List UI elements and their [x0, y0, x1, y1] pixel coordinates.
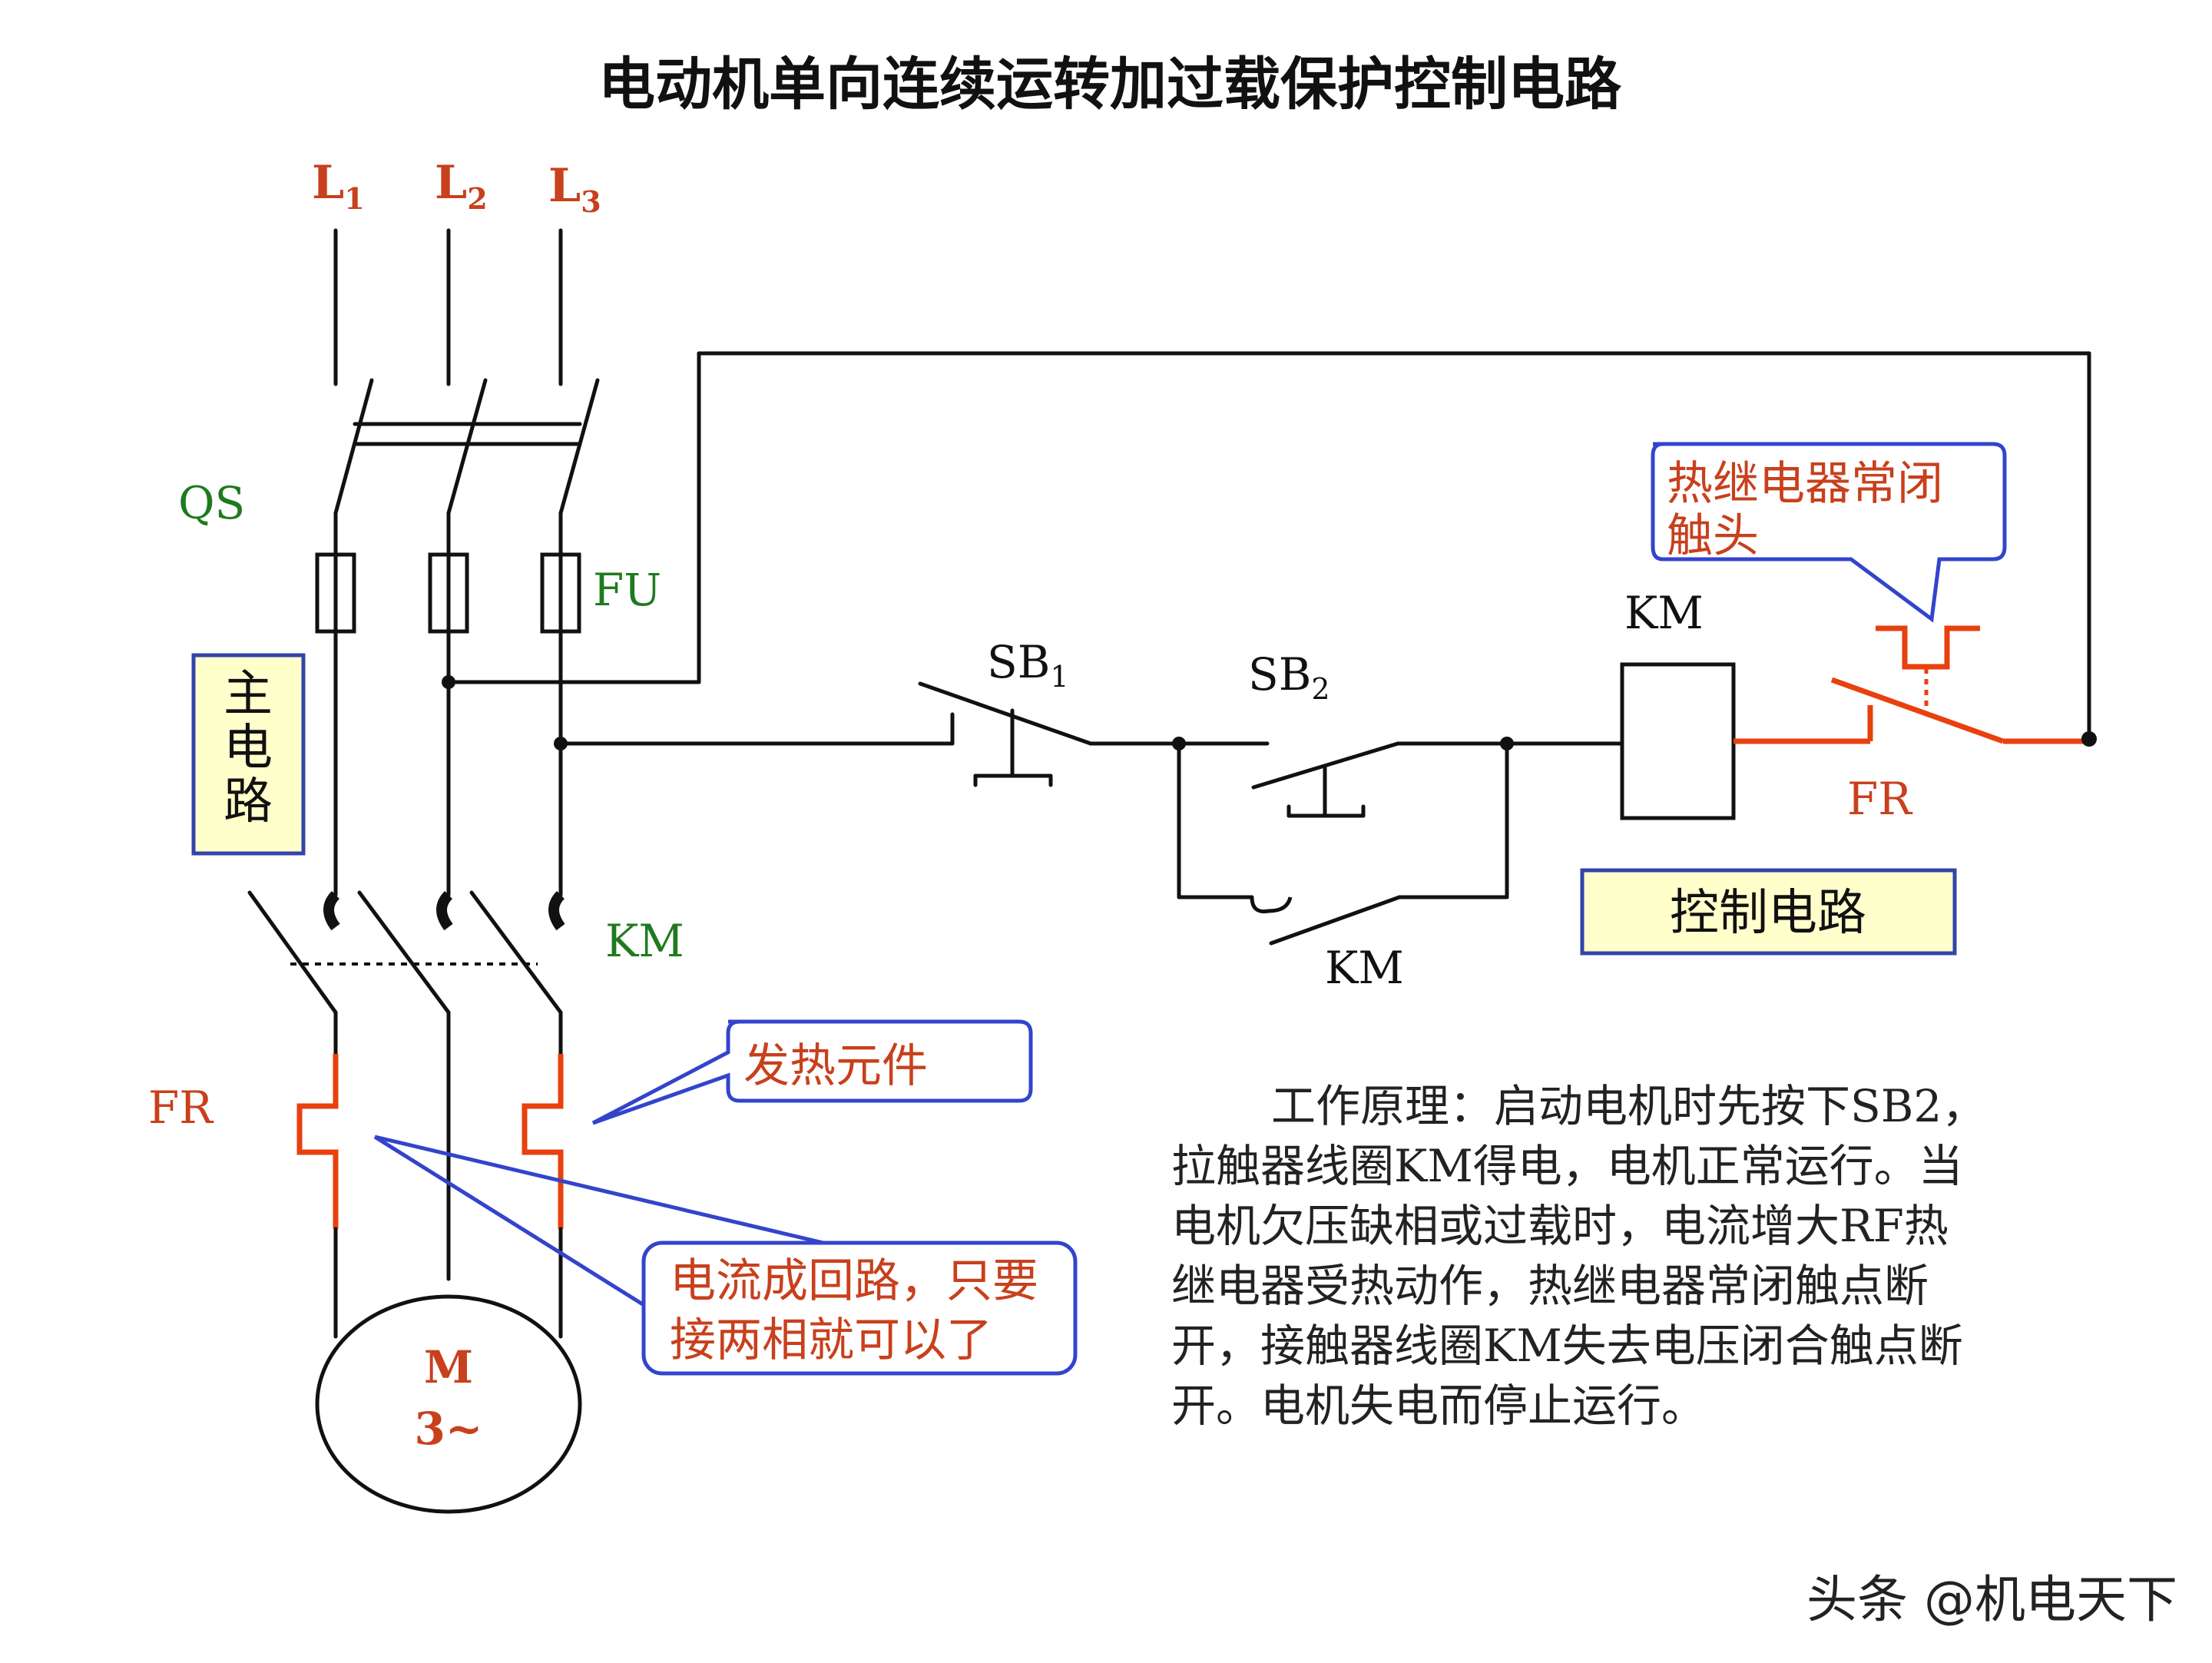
qs-label: QS — [178, 477, 245, 529]
motor-label: M — [424, 1341, 473, 1393]
svg-text:L2: L2 — [435, 156, 488, 216]
motor — [315, 1294, 582, 1514]
km-main-contact-2 — [357, 890, 451, 1015]
fr-heater-3 — [522, 1054, 564, 1229]
km-aux-contact — [1269, 895, 1402, 946]
callout-fr-contact-line2: 触头 — [1667, 509, 1759, 563]
phase-l3-sub: 3 — [581, 184, 601, 219]
callout-current-loop: 电流成回路，只要 接两相就可以了 — [373, 1135, 1078, 1376]
km-coil — [1620, 662, 1736, 820]
control-circuit-text: 控制电路 — [1670, 885, 1866, 942]
main-circuit-char-1: 主 — [224, 666, 273, 723]
diagram-title: 电动机单向连续运转加过载保护控制电路 — [598, 51, 1622, 118]
fr-main-label: FR — [148, 1082, 214, 1134]
fr-ctrl-label: FR — [1847, 773, 1913, 825]
main-circuit-char-2: 电 — [224, 720, 273, 777]
qs-blade-3 — [558, 378, 600, 515]
phase-l1: L — [312, 156, 344, 210]
fr-heater-1 — [296, 1054, 339, 1229]
sb2-sub: 2 — [1311, 672, 1330, 706]
working-principle-text: 工作原理：启动电机时先按下SB2， 拉触器线圈KM得电，电机正常运行。当 电机欠… — [1171, 1080, 1986, 1432]
km-main-contact-1 — [247, 890, 338, 1015]
main-circuit-wiring — [247, 228, 600, 1514]
main-circuit-char-3: 路 — [224, 774, 273, 830]
km-main-contact-3 — [469, 890, 563, 1015]
callout-fr-contact: 热继电器常闭 触头 — [1651, 442, 2007, 623]
control-circuit-wiring — [442, 351, 2097, 946]
svg-text:L1: L1 — [312, 156, 365, 216]
motor-phase-label: 3~ — [415, 1403, 483, 1455]
phase-l3: L — [548, 159, 581, 213]
sb1-label: SB1 — [987, 636, 1069, 694]
phase-labels: L1 L2 L3 — [312, 156, 601, 219]
sb1-sub: 1 — [1050, 660, 1068, 694]
callout-fr-contact-line1: 热继电器常闭 — [1667, 457, 1943, 511]
km-coil-label: KM — [1624, 587, 1704, 639]
sb1-text: SB — [987, 636, 1050, 688]
sb2-text: SB — [1248, 648, 1311, 701]
description-line-3: 电机欠压缺相或过载时，电流增大RF热 — [1171, 1200, 1949, 1252]
fu-label: FU — [593, 564, 661, 616]
km-main-label: KM — [605, 915, 684, 967]
callout-current-loop-line1: 电流成回路，只要 — [670, 1254, 1038, 1308]
description-line-4: 继电器受热动作，热继电器常闭触点断 — [1171, 1260, 1929, 1312]
svg-text:L3: L3 — [548, 159, 601, 219]
watermark: 头条 @机电天下 — [1806, 1570, 2177, 1629]
qs-blade-1 — [333, 378, 374, 515]
callout-heating-element-text: 发热元件 — [743, 1039, 928, 1093]
sb2-label: SB2 — [1248, 648, 1330, 706]
km-aux-label: KM — [1325, 942, 1404, 994]
description-line-5: 开，接触器线圈KM失去电压闭合触点断 — [1171, 1320, 1963, 1372]
phase-l1-sub: 1 — [344, 181, 364, 216]
qs-blade-2 — [446, 378, 488, 515]
description-line-2: 拉触器线圈KM得电，电机正常运行。当 — [1171, 1140, 1963, 1192]
description-line-1: 工作原理：启动电机时先按下SB2， — [1271, 1080, 1986, 1132]
fr-ctrl-contact — [1830, 677, 2005, 744]
callout-heating-element: 发热元件 — [591, 1019, 1033, 1125]
description-line-6: 开。电机失电而停止运行。 — [1171, 1380, 1706, 1432]
control-circuit-box: 控制电路 — [1580, 868, 1957, 956]
phase-l2-sub: 2 — [467, 181, 487, 216]
phase-l2: L — [435, 156, 467, 210]
main-circuit-box: 主 电 路 — [191, 653, 306, 856]
callout-current-loop-line2: 接两相就可以了 — [670, 1314, 992, 1367]
